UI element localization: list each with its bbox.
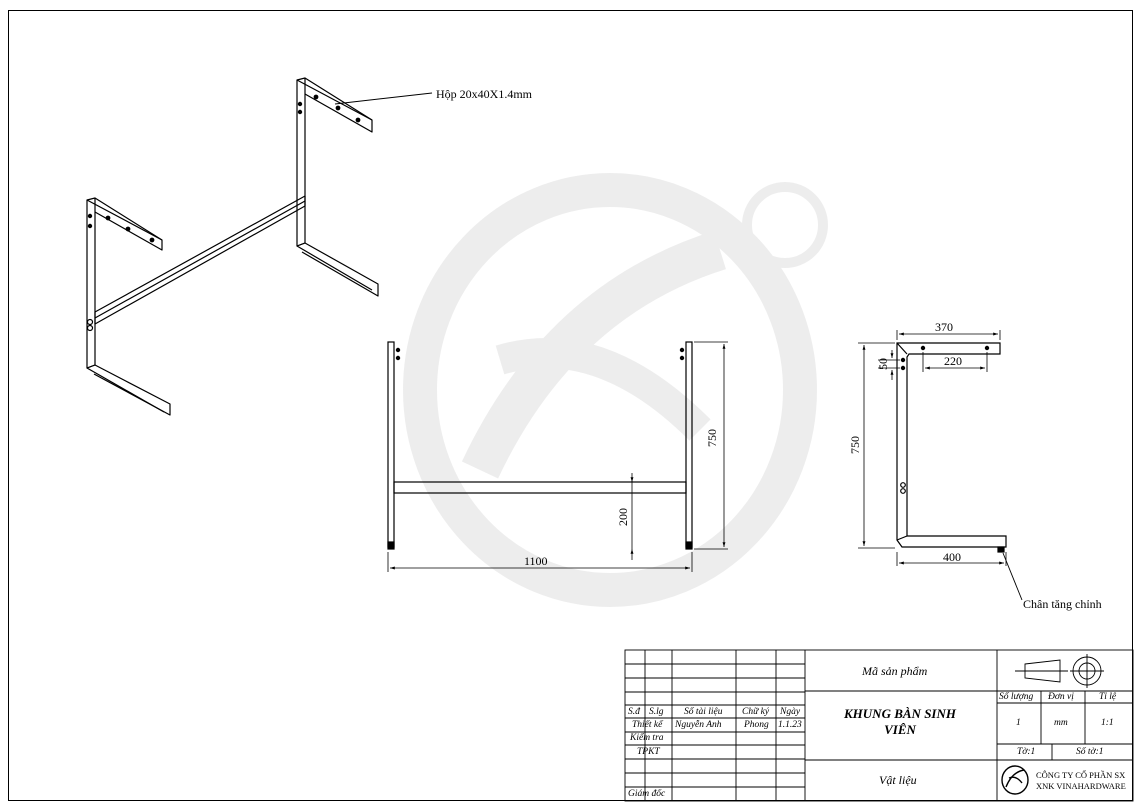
profile-leader-line <box>334 92 433 105</box>
header-chu-ky: Chữ ký <box>742 707 770 717</box>
row-role: TPKT <box>637 747 660 757</box>
unit-value: mm <box>1054 718 1068 728</box>
header-so-tai-lieu: Số tài liệu <box>684 707 723 717</box>
sheet-number: Tờ:1 <box>1017 747 1036 757</box>
company-logo-icon <box>1001 765 1029 795</box>
projection-symbol-icon <box>1015 654 1104 688</box>
foot-leader-line <box>1002 552 1023 601</box>
row-name: Nguyễn Anh <box>675 720 722 730</box>
quantity-value: 1 <box>1016 718 1021 728</box>
drawing-title: KHUNG BÀN SINH VIÊN <box>844 706 956 737</box>
scale-label: Tỉ lệ <box>1099 692 1117 702</box>
foot-label: Chân tăng chỉnh <box>1023 597 1102 611</box>
row-signature: Phong <box>744 720 769 730</box>
dim-front-width: 1100 <box>524 554 548 568</box>
dim-front-crossbar: 200 <box>616 508 630 526</box>
row-role: Giám đốc <box>628 789 666 799</box>
iso-view <box>86 77 379 416</box>
product-code-label: Mã sản phẩm <box>862 664 928 678</box>
row-role: Thiết kế <box>632 720 663 730</box>
side-dimensions <box>858 330 1007 566</box>
company-name-line1: CÔNG TY CỔ PHẦN SX <box>1036 770 1126 780</box>
front-view <box>387 341 693 550</box>
quantity-label: Số lượng <box>999 692 1034 702</box>
header-slg: S.lg <box>649 707 664 717</box>
sheet-count: Số tờ:1 <box>1076 747 1104 757</box>
front-dimensions <box>387 341 728 572</box>
dim-side-top-depth: 370 <box>935 320 953 334</box>
side-view <box>896 342 1007 553</box>
row-role: Kiểm tra <box>630 733 664 743</box>
dim-side-top-offset: 50 <box>876 358 890 370</box>
dim-side-height: 750 <box>848 436 862 454</box>
dim-side-hole-spacing: 220 <box>944 354 962 368</box>
header-ngay: Ngày <box>780 707 801 717</box>
watermark-logo <box>403 173 828 607</box>
dim-front-height: 750 <box>705 429 719 447</box>
profile-label: Hộp 20x40X1.4mm <box>436 87 532 101</box>
scale-value: 1:1 <box>1101 718 1114 728</box>
drawing-frame <box>8 10 1133 801</box>
company-name-line2: XNK VINAHARDWARE <box>1036 781 1126 791</box>
unit-label: Đơn vị <box>1048 692 1074 702</box>
title-block-grid <box>624 649 1134 802</box>
material-label: Vật liệu <box>879 773 917 787</box>
header-sd: S.đ <box>628 707 640 717</box>
dim-side-bottom-depth: 400 <box>943 550 961 564</box>
row-date: 1.1.23 <box>778 720 802 730</box>
